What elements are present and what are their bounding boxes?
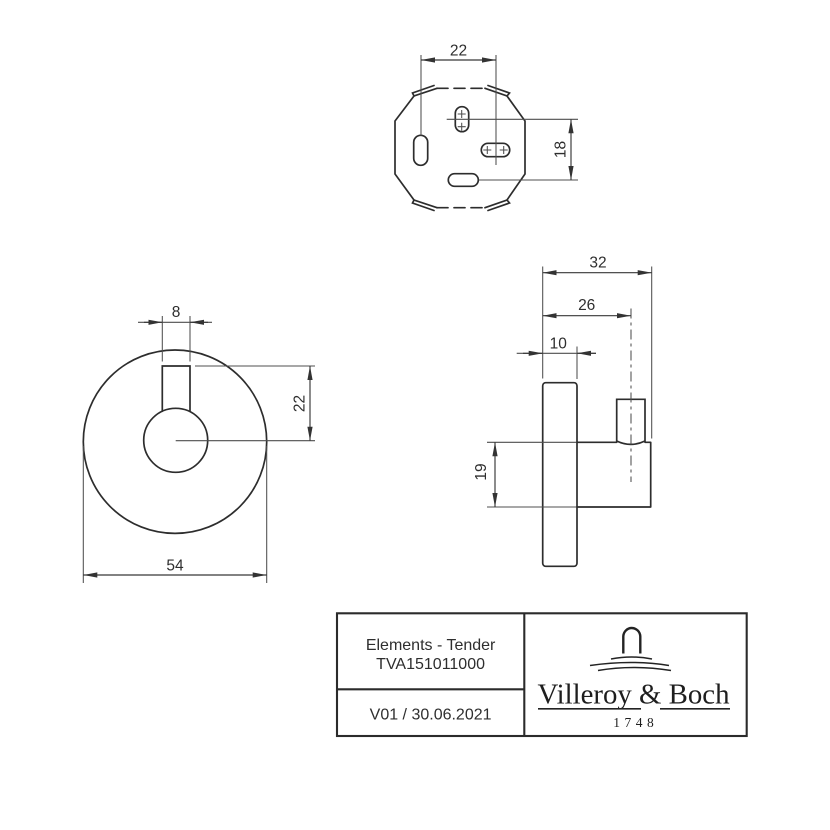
water-ripple-icon bbox=[589, 656, 672, 672]
title-block-border bbox=[335, 612, 748, 738]
version-date-label: V01 / 30.06.2021 bbox=[370, 707, 492, 724]
dim-label-stem-width-8: 8 bbox=[172, 304, 181, 321]
dim-label-hole-spacing-18: 18 bbox=[553, 141, 570, 158]
extension-lines-top-view bbox=[420, 55, 578, 181]
wall-plate-side bbox=[541, 381, 578, 568]
dim-label-plate-depth-10: 10 bbox=[550, 336, 568, 353]
brand-logo: Villeroy & Boch 1748 bbox=[538, 626, 730, 730]
article-number-label: TVA151011000 bbox=[376, 656, 485, 673]
corner-tabs bbox=[411, 84, 511, 212]
mount-slot-bottom bbox=[447, 172, 480, 188]
extension-lines-front-view bbox=[82, 316, 315, 583]
top-view-mounting-plate: 22 18 bbox=[394, 43, 578, 212]
dim-label-total-depth-32: 32 bbox=[589, 255, 606, 272]
dim-label-tip-depth-26: 26 bbox=[578, 297, 595, 314]
faucet-arch-icon bbox=[622, 626, 642, 654]
side-view-hook-profile: 32 26 10 19 bbox=[473, 255, 653, 568]
brand-name-label: Villeroy & Boch bbox=[538, 679, 730, 711]
plate-outline-dashed-edges bbox=[436, 87, 486, 209]
hook-tip bbox=[615, 398, 646, 446]
screw-cross-marks bbox=[457, 110, 508, 154]
hook-stem bbox=[161, 365, 191, 413]
dim-label-hole-spacing-22: 22 bbox=[450, 43, 467, 60]
rosette-outer-circle bbox=[82, 349, 268, 535]
title-block: Elements - Tender TVA151011000 V01 / 30.… bbox=[335, 612, 748, 738]
brand-year-label: 1748 bbox=[613, 715, 658, 730]
hook-arm bbox=[576, 441, 652, 508]
plate-outline bbox=[394, 87, 526, 209]
dim-label-diameter-54: 54 bbox=[166, 558, 184, 575]
product-series-label: Elements - Tender bbox=[366, 637, 496, 654]
arm-lines-through-plate bbox=[487, 441, 577, 508]
front-view-rosette: 8 22 54 bbox=[82, 304, 315, 583]
mount-slot-left bbox=[412, 134, 429, 167]
dim-label-stem-offset-22: 22 bbox=[292, 395, 309, 412]
extension-lines-side-view bbox=[516, 266, 653, 439]
dim-label-drop-height-19: 19 bbox=[473, 463, 490, 480]
